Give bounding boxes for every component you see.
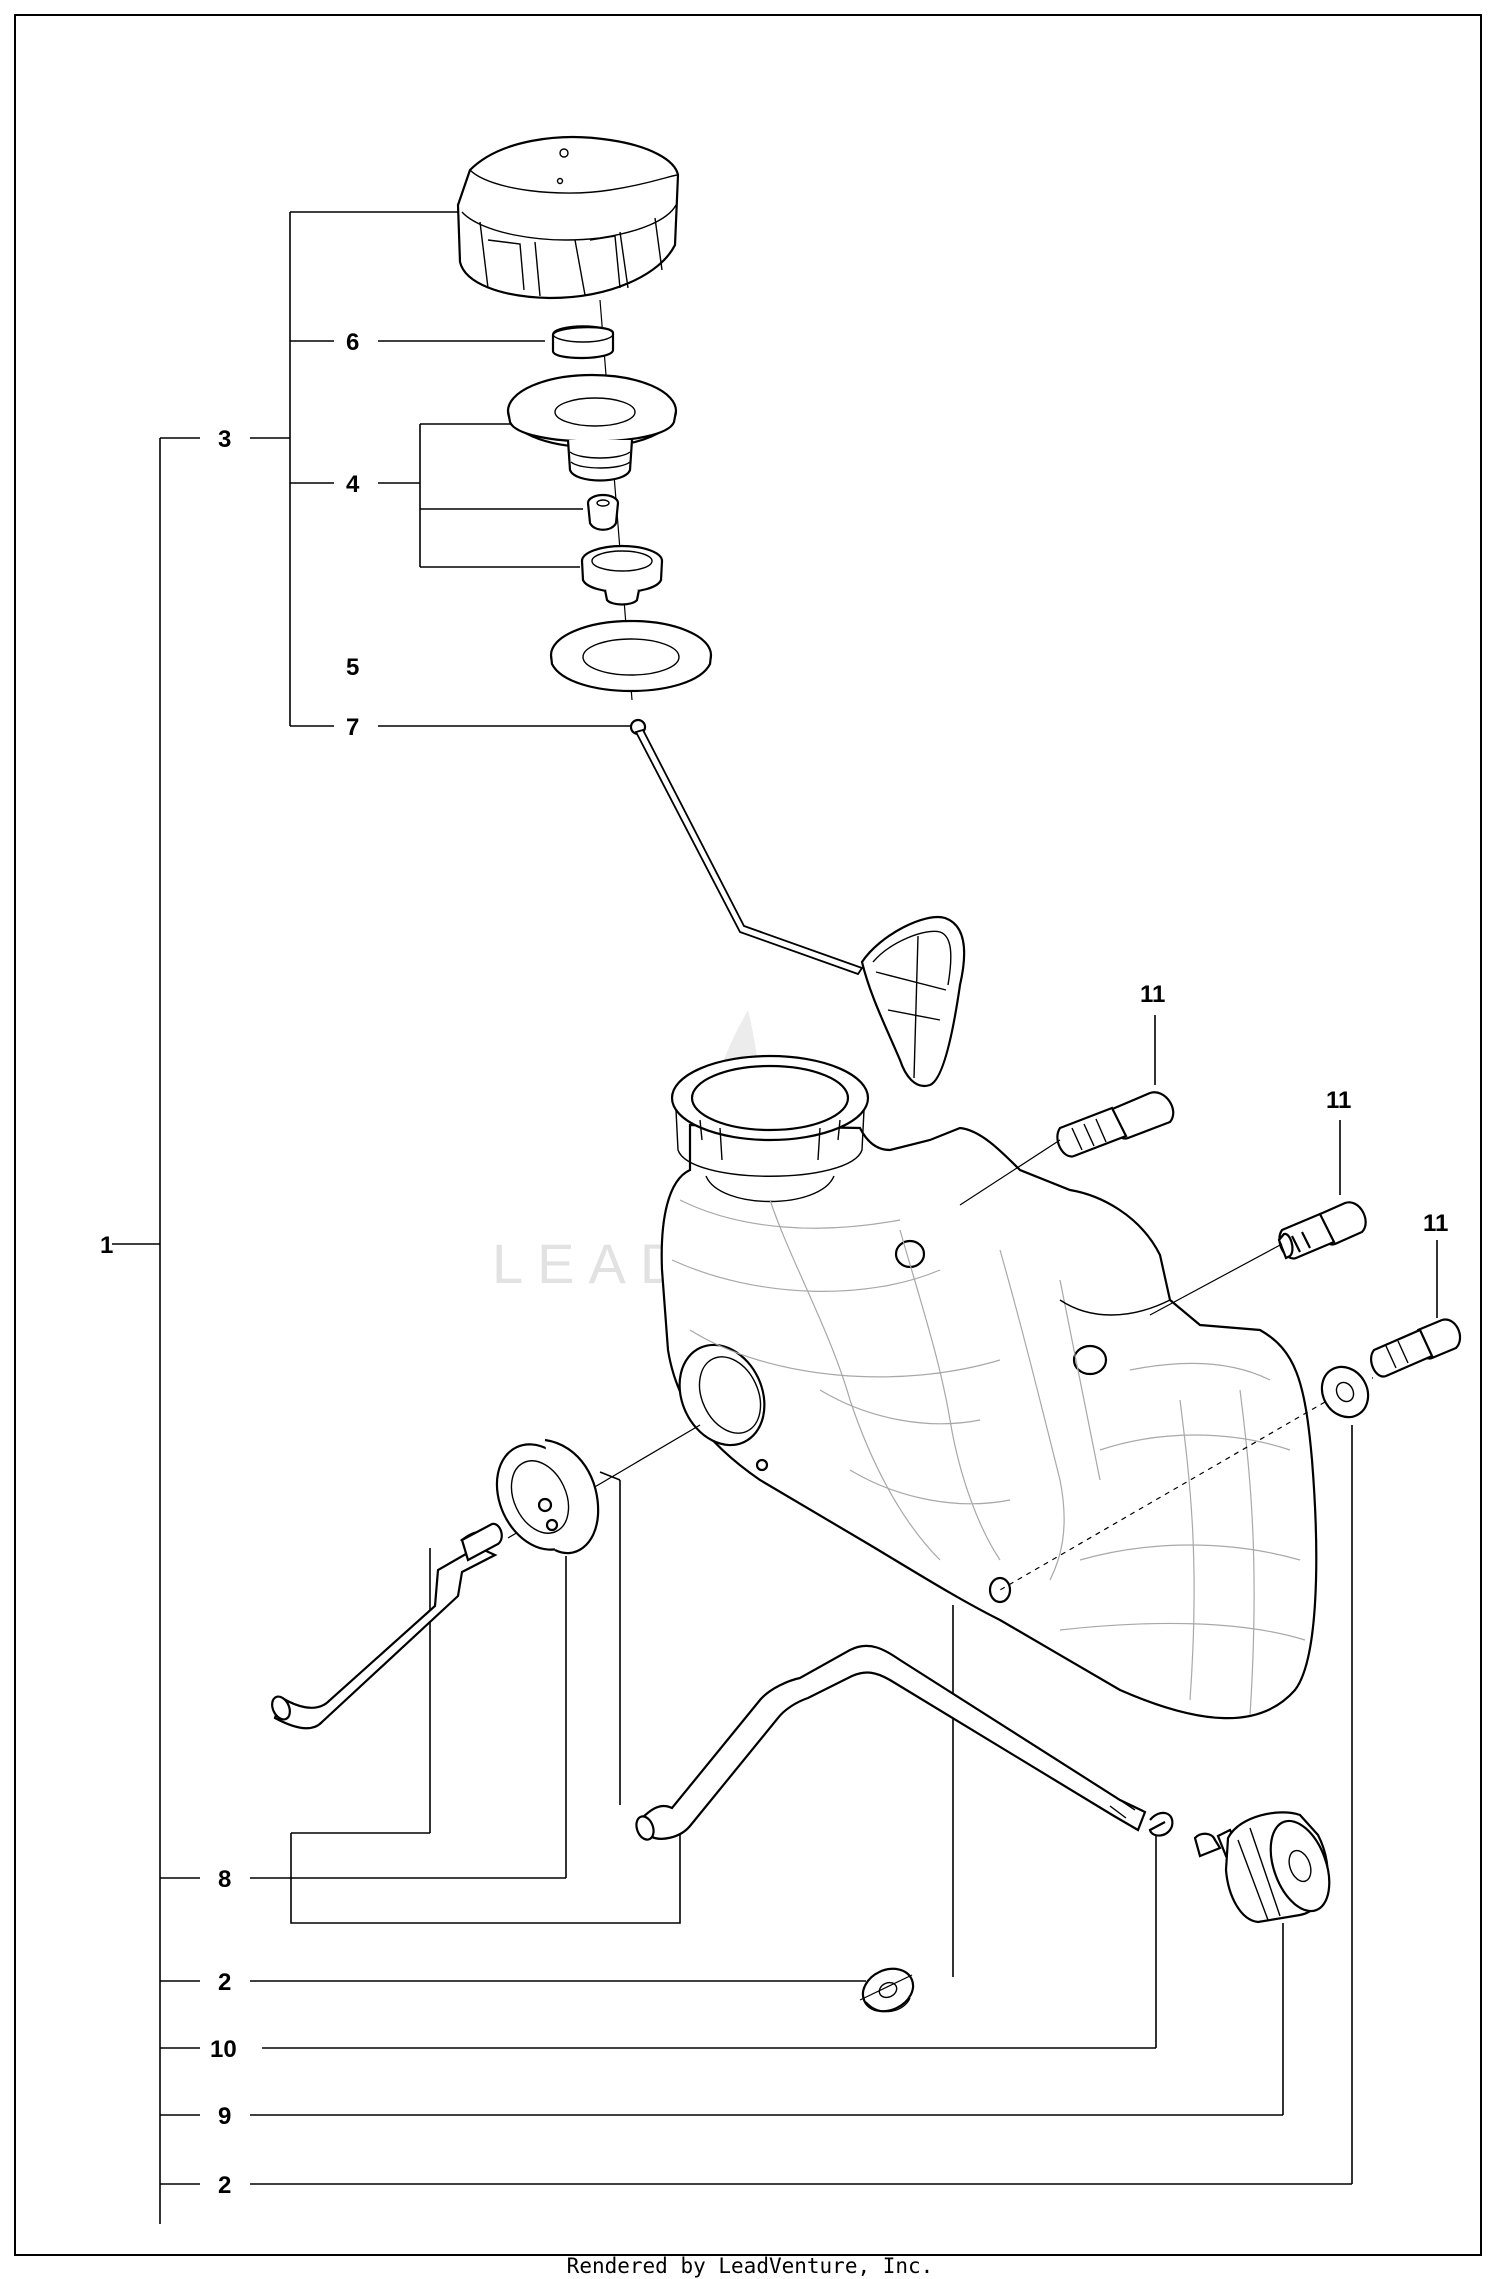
callout-11-top: 11 xyxy=(1140,981,1165,1008)
callout-labels: 3 6 4 5 7 11 11 11 1 8 2 10 9 2 xyxy=(100,329,1448,2199)
cap-ring xyxy=(506,373,678,482)
washer-right xyxy=(1320,1365,1370,1419)
fuel-cap xyxy=(456,135,680,300)
fuel-strainer xyxy=(860,915,966,1088)
callout-4: 4 xyxy=(346,471,360,498)
callout-5: 5 xyxy=(346,654,359,681)
cap-seal-disc xyxy=(551,325,615,360)
bolt-top xyxy=(1056,1091,1175,1158)
callout-11-right: 11 xyxy=(1423,1210,1448,1237)
fuel-hose-assembly xyxy=(271,1424,1147,1841)
callout-2-upper: 2 xyxy=(218,1969,231,1996)
callout-6: 6 xyxy=(346,329,359,356)
diagram-border xyxy=(14,14,1482,2256)
hose-clip xyxy=(1148,1811,1174,1837)
washer-lower xyxy=(861,1967,915,2013)
feed-hose xyxy=(635,1644,1147,1841)
return-hose xyxy=(271,1522,503,1730)
fuel-filter xyxy=(1193,1811,1331,1924)
callout-8: 8 xyxy=(218,1866,231,1893)
callout-9: 9 xyxy=(218,2103,231,2130)
fuel-cap-assembly xyxy=(456,135,966,1088)
tank-filler-neck xyxy=(670,1054,870,1203)
callout-11-middle: 11 xyxy=(1326,1087,1351,1114)
bolt-middle xyxy=(1277,1201,1367,1260)
fuel-tank xyxy=(660,1054,1318,1720)
callout-2-lower: 2 xyxy=(218,2172,231,2199)
callout-10: 10 xyxy=(210,2036,237,2063)
callout-7: 7 xyxy=(346,714,359,741)
cap-gasket xyxy=(549,619,713,692)
mounting-bolts xyxy=(959,1091,1462,1378)
footer-credit: Rendered by LeadVenture, Inc. xyxy=(566,2254,934,2278)
bolt-right xyxy=(1370,1318,1462,1378)
callout-3: 3 xyxy=(218,426,231,453)
fuel-strainer-strap xyxy=(629,718,966,1088)
hose-grommet xyxy=(495,1438,600,1555)
cap-retainer xyxy=(580,544,664,606)
cap-valve xyxy=(586,493,620,531)
callout-1: 1 xyxy=(100,1232,113,1259)
leader-lines xyxy=(112,211,1438,2224)
